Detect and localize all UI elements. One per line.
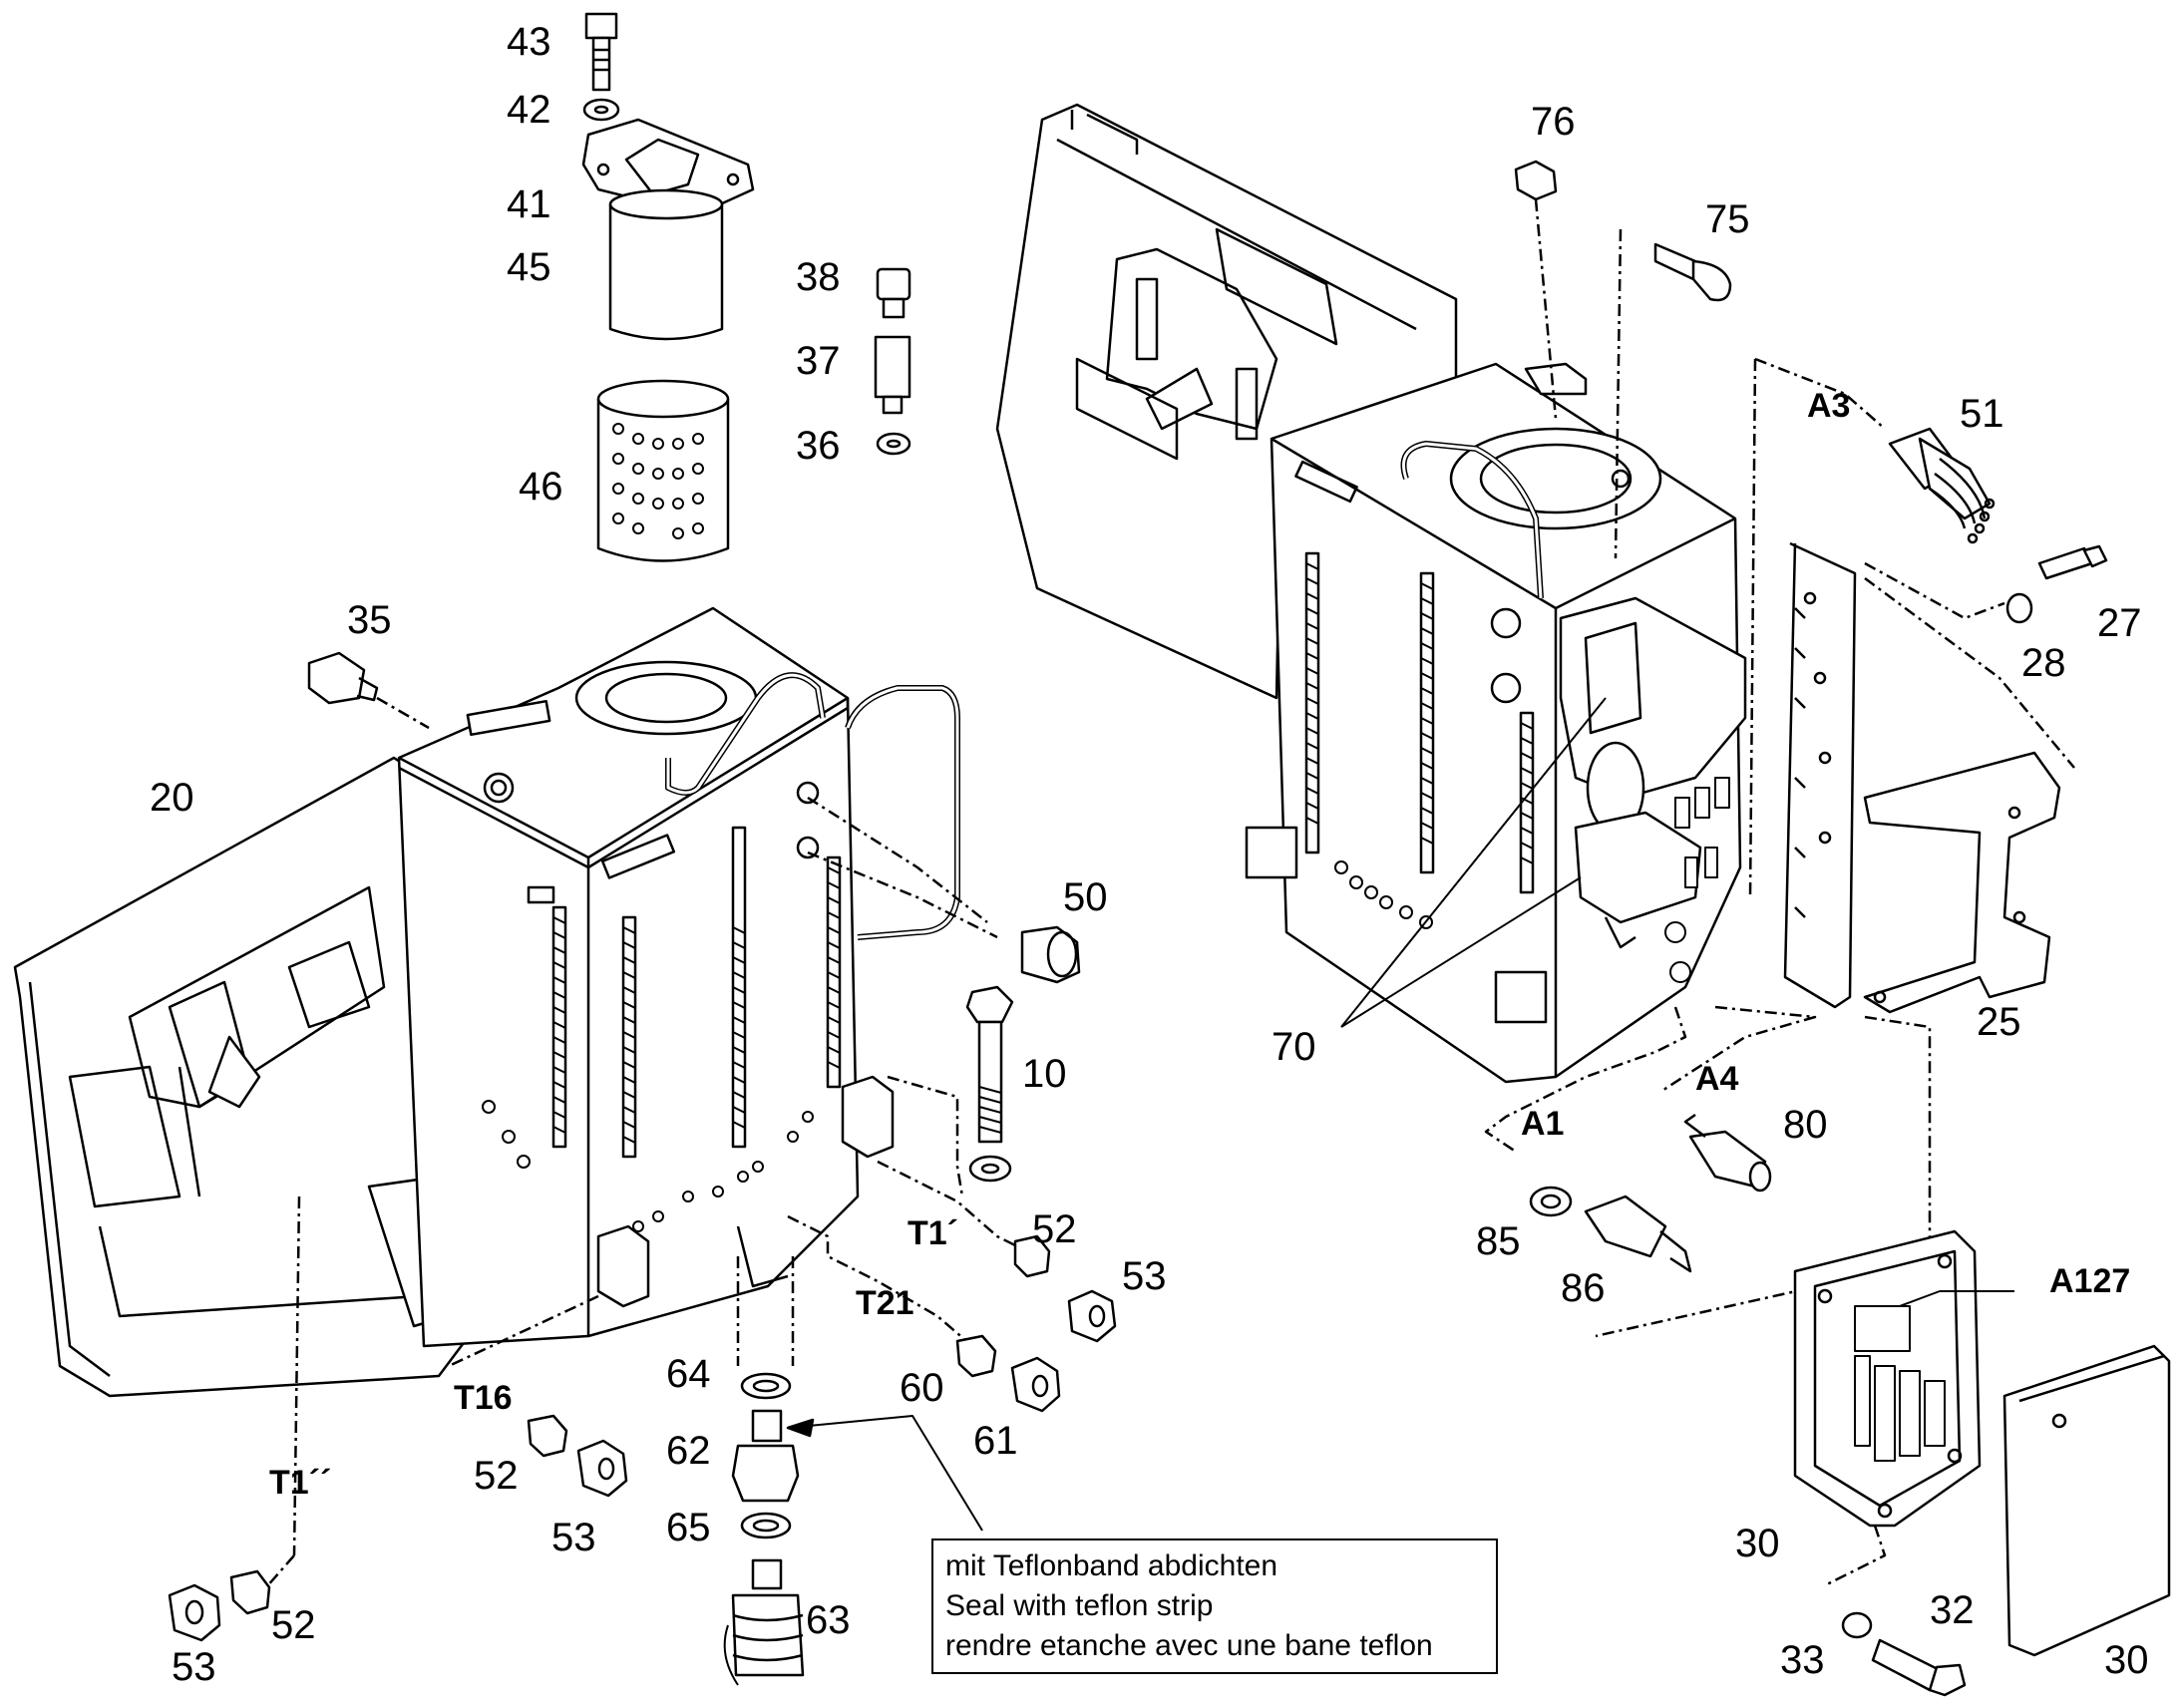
label-42: 42 [507,88,551,132]
washer-10 [968,1155,1012,1183]
label-27: 27 [2097,601,2142,645]
coupling-51 [1888,427,1996,544]
plug-52-b [527,1414,568,1458]
filter-cover-41 [581,118,755,216]
filter-housing-45 [608,188,724,341]
label-38: 38 [796,255,841,299]
washer-36 [876,432,911,456]
label-43: 43 [507,20,551,64]
label-46: 46 [519,465,563,509]
label-75: 75 [1705,197,1750,241]
nipple-62 [731,1409,800,1503]
washer-64 [740,1372,792,1400]
note-english: Seal with teflon strip [945,1589,1214,1622]
lid-30 [2002,1344,2171,1657]
label-50: 50 [1063,875,1108,919]
label-T1-prime: T1´ [908,1214,958,1252]
label-52-b: 52 [474,1454,519,1498]
label-86: 86 [1561,1266,1606,1310]
label-A3: A3 [1807,387,1851,425]
nut-53-a [1067,1289,1117,1343]
bracket-25 [1863,751,2061,1014]
tank-right [1245,362,1747,1084]
nut-61 [1010,1356,1061,1413]
label-30-lid: 30 [2104,1638,2149,1682]
label-32: 32 [1930,1588,1975,1632]
label-60: 60 [900,1366,944,1410]
label-70: 70 [1272,1025,1316,1069]
strainer-46 [596,379,730,562]
label-T16: T16 [454,1379,513,1417]
label-45: 45 [507,245,551,289]
label-63: 63 [806,1598,851,1642]
label-53-a: 53 [1122,1254,1167,1298]
label-61: 61 [973,1419,1018,1463]
label-25: 25 [1977,1000,2021,1044]
switch-80 [1683,1113,1772,1193]
plug-60 [955,1334,997,1378]
label-A1: A1 [1521,1105,1565,1143]
washer-65 [740,1512,792,1539]
switch-86 [1584,1195,1692,1273]
label-85: 85 [1476,1219,1521,1263]
label-T21: T21 [856,1284,914,1322]
coupler-37 [874,335,911,415]
plug-50 [1020,925,1081,984]
screw-75 [1653,242,1732,302]
bracket-plate [1783,541,1857,1009]
label-30-box: 30 [1735,1522,1780,1565]
label-A127: A127 [2049,1262,2131,1300]
nut-53-c [168,1583,221,1642]
label-37: 37 [796,339,841,383]
tank-left [397,606,960,1348]
washer-85 [1529,1186,1573,1217]
label-52-c: 52 [271,1603,316,1647]
screw-27 [2037,544,2108,580]
nut-53-b [576,1439,628,1498]
washer-33 [1841,1611,1873,1639]
bolt-43 [584,12,618,92]
label-62: 62 [666,1429,711,1473]
fitting-35 [307,651,379,705]
plate-20 [13,756,471,1398]
label-76: 76 [1531,100,1576,144]
label-53-c: 53 [172,1645,216,1689]
nut-76 [1514,160,1558,201]
label-52-a: 52 [1032,1207,1077,1251]
washer-28 [2005,592,2033,624]
label-65: 65 [666,1506,711,1549]
cap-38 [876,267,911,319]
label-51: 51 [1960,392,2004,436]
valve-63 [723,1558,805,1686]
label-35: 35 [347,598,392,642]
label-A4: A4 [1695,1060,1739,1098]
label-64: 64 [666,1352,711,1396]
label-36: 36 [796,424,841,468]
label-33: 33 [1780,1638,1825,1682]
note-french: rendre etanche avec une bane teflon [945,1629,1433,1662]
washer-42 [582,98,620,122]
plug-52-c [229,1569,271,1615]
label-20: 20 [150,776,194,820]
label-10: 10 [1022,1052,1067,1096]
label-T1-double-prime: T1´´ [269,1464,332,1502]
label-28: 28 [2021,641,2066,685]
plug-52-a [1013,1234,1051,1278]
screw-32 [1871,1638,1967,1697]
junction-box-30 [1793,1229,1982,1528]
note-german: mit Teflonband abdichten [945,1549,1278,1582]
sealing-note: mit Teflonband abdichten Seal with teflo… [931,1538,1498,1674]
label-53-b: 53 [551,1516,596,1559]
label-80: 80 [1783,1103,1828,1147]
label-41: 41 [507,182,551,226]
bolt-10 [965,985,1014,1144]
